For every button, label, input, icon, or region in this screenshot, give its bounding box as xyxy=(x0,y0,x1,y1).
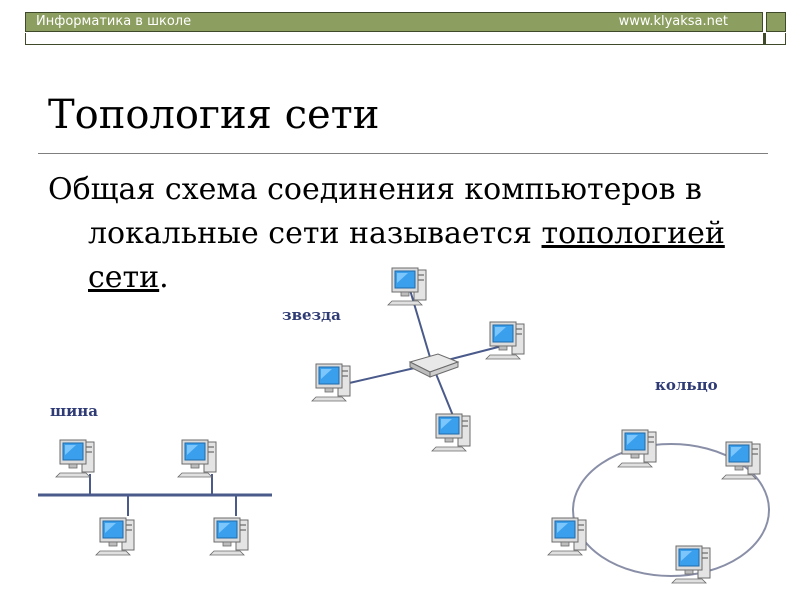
label-bus: шина xyxy=(50,402,98,420)
computer-icon xyxy=(721,441,761,480)
slide-title: Топология сети xyxy=(48,92,380,138)
computer-icon xyxy=(617,429,657,468)
computer-icon xyxy=(485,321,525,360)
body-line-2-text: локальные сети называется xyxy=(88,216,542,251)
header-site-url[interactable]: www.klyaksa.net xyxy=(618,14,728,29)
computer-icon xyxy=(547,517,587,556)
term-topology: топологией xyxy=(541,216,725,251)
header-corner-mark xyxy=(763,33,766,45)
star-topology xyxy=(311,267,525,452)
label-star: звезда xyxy=(282,306,341,324)
computer-icon xyxy=(55,439,95,478)
term-network: сети xyxy=(88,260,160,295)
body-line-3: сети. xyxy=(48,256,728,300)
label-ring: кольцо xyxy=(655,376,718,394)
computer-icon xyxy=(671,545,711,584)
ring-topology xyxy=(547,429,770,584)
bus-topology xyxy=(38,439,272,556)
computer-icon xyxy=(209,517,249,556)
computer-icon xyxy=(95,517,135,556)
computer-icon xyxy=(311,363,351,402)
header-bar: Информатика в школе www.klyaksa.net xyxy=(25,12,763,32)
ring-link xyxy=(572,443,770,577)
body-line-1: Общая схема соединения компьютеров в xyxy=(48,172,702,207)
header-site-title: Информатика в школе xyxy=(36,14,192,29)
slide-body: Общая схема соединения компьютеров в лок… xyxy=(48,168,728,300)
title-divider xyxy=(38,153,768,154)
computer-icon xyxy=(431,413,471,452)
network-hub-icon xyxy=(408,353,460,378)
body-line-3-tail: . xyxy=(159,260,169,295)
header-square xyxy=(766,12,786,32)
computer-icon xyxy=(177,439,217,478)
body-line-2: локальные сети называется топологией xyxy=(48,212,728,256)
header-underline xyxy=(25,33,786,45)
computer-icon xyxy=(387,267,427,306)
